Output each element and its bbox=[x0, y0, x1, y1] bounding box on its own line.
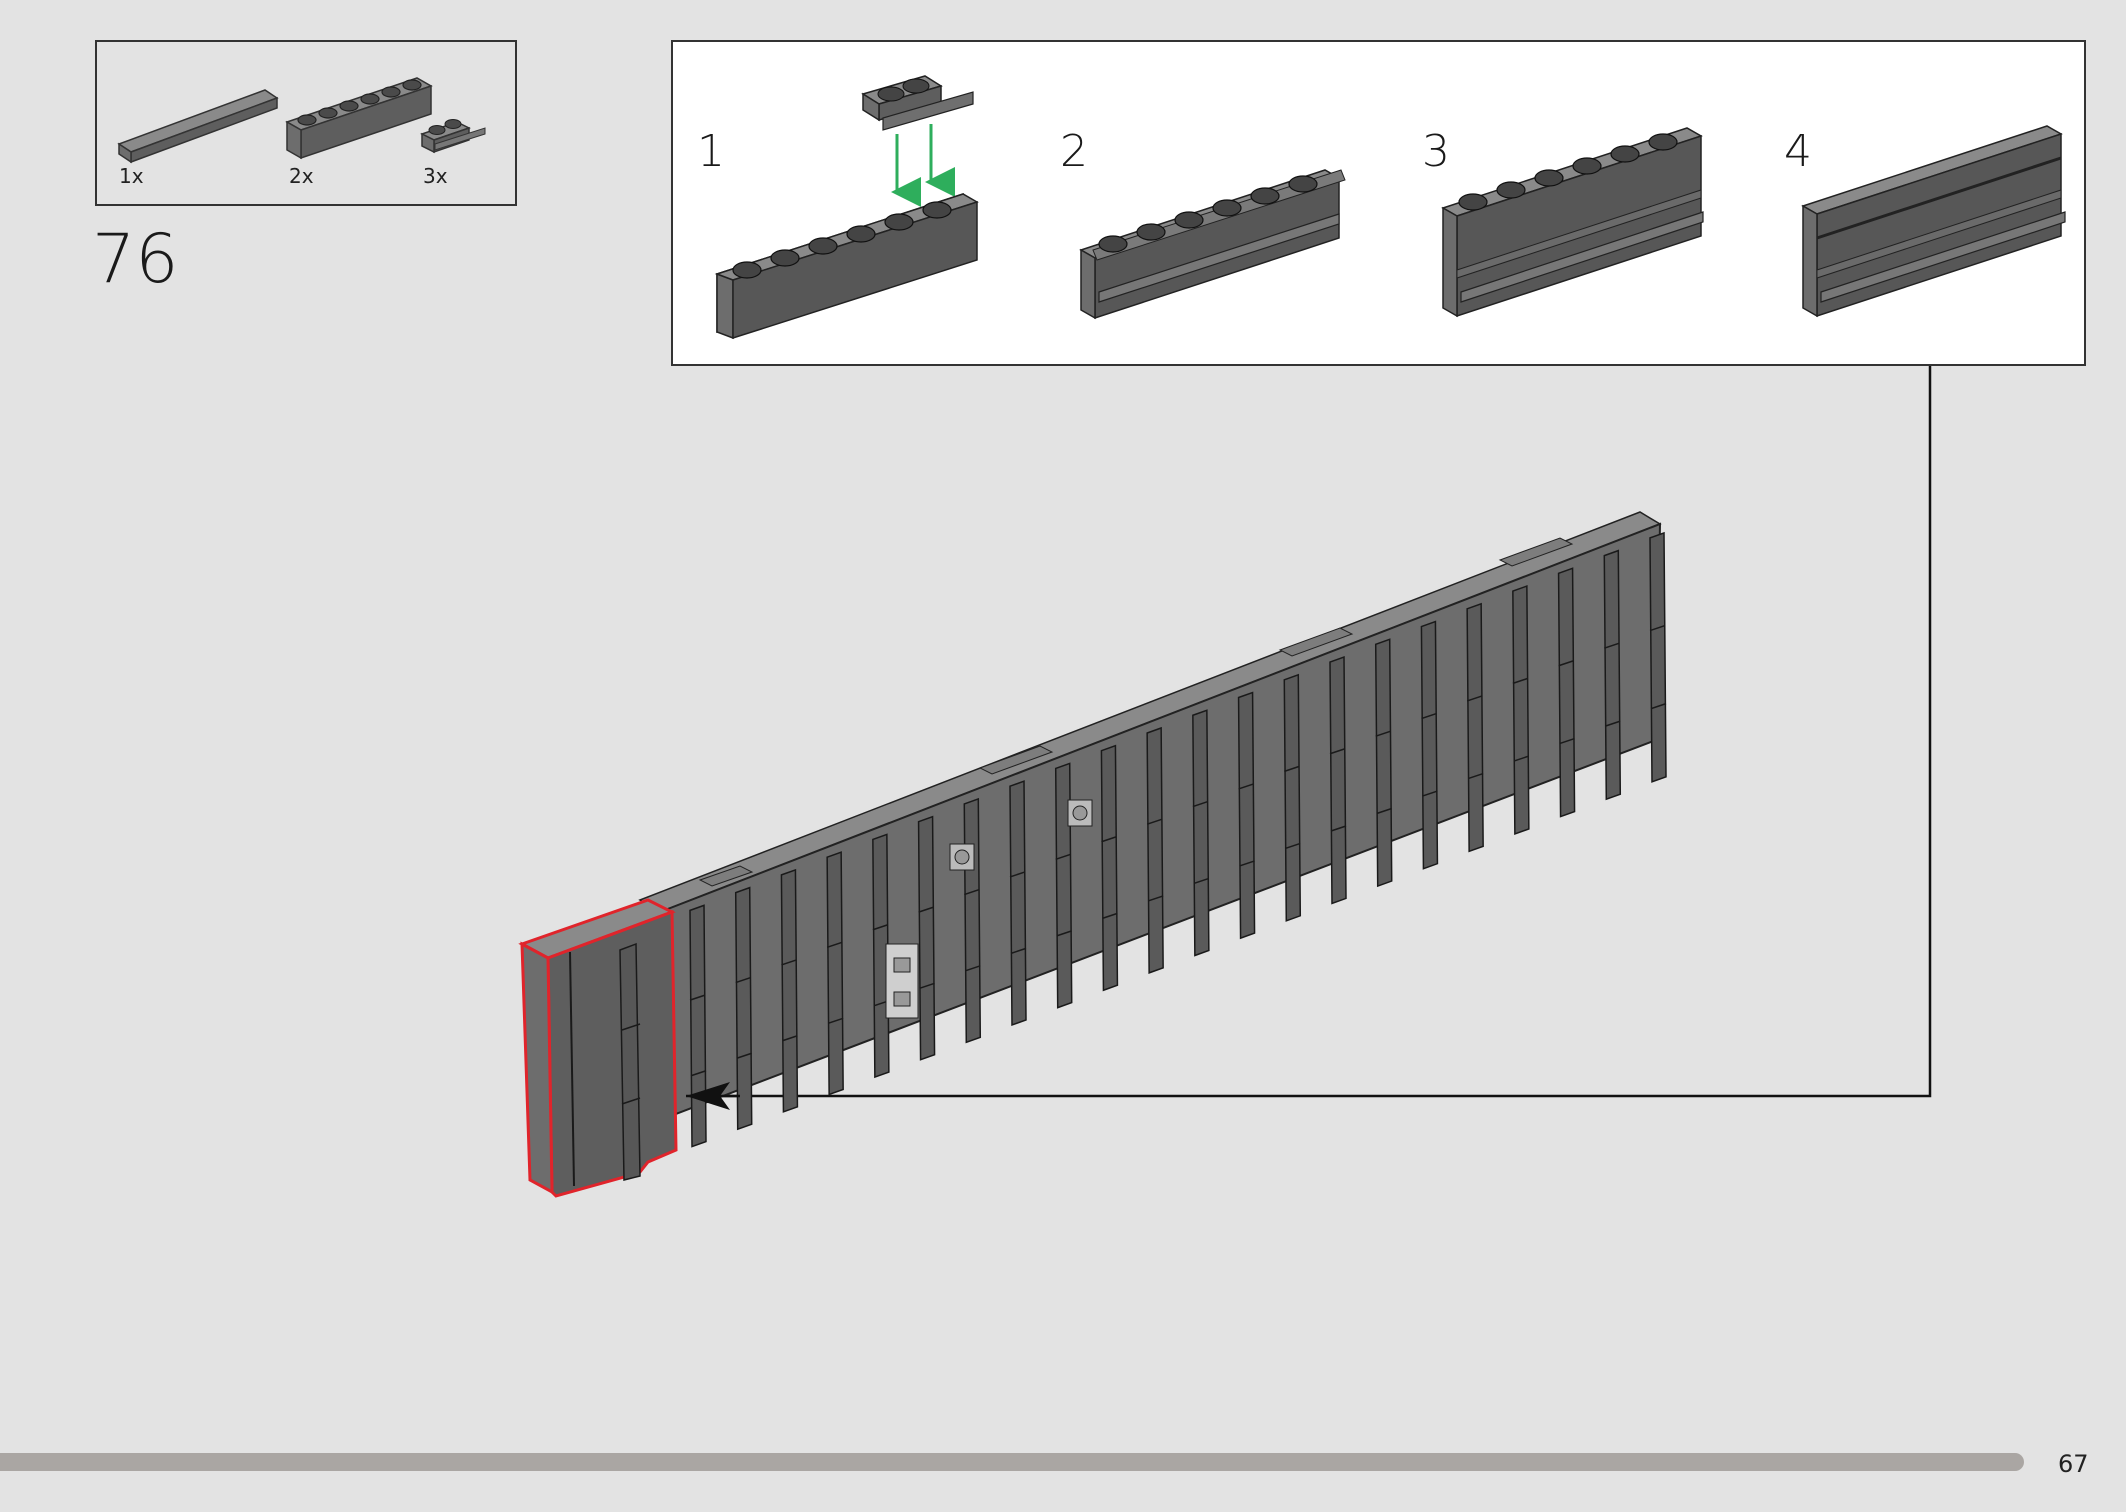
wall-rib bbox=[1603, 549, 1622, 801]
wall-rib-seam bbox=[1649, 624, 1666, 632]
wall-rib-seam bbox=[690, 1070, 707, 1077]
part-qty-3: 3x bbox=[423, 164, 448, 188]
callout-line bbox=[680, 366, 1932, 1098]
wall-rib-seam bbox=[1422, 790, 1438, 797]
wall-rib-seam bbox=[1558, 660, 1574, 667]
wall-rib bbox=[917, 815, 936, 1061]
parts-list-art bbox=[117, 77, 486, 164]
wall-rib-seam bbox=[1604, 642, 1620, 649]
wall-rib-seam bbox=[1147, 895, 1164, 902]
wall-rib-seam bbox=[1239, 860, 1255, 867]
step-number: 76 bbox=[92, 220, 179, 299]
wall-ribs bbox=[689, 531, 1667, 1148]
part-qty-1: 1x bbox=[119, 164, 144, 188]
wall-rib bbox=[1009, 780, 1027, 1027]
wall-rib-seam bbox=[1421, 712, 1437, 720]
wall-rib bbox=[734, 886, 753, 1131]
wall-rib bbox=[826, 851, 844, 1096]
new-part-highlight bbox=[518, 898, 678, 1198]
wall-rib-seam bbox=[1146, 818, 1163, 825]
progress-bar bbox=[0, 1453, 2024, 1471]
wall-rib bbox=[780, 868, 799, 1113]
wall-rib-seam bbox=[1330, 825, 1347, 832]
wall-rib-seam bbox=[1513, 755, 1530, 762]
wall-rib-seam bbox=[1102, 912, 1118, 920]
wall-rib bbox=[1283, 673, 1302, 922]
wall-rib-seam bbox=[1010, 947, 1027, 955]
wall-rib-seam bbox=[1193, 877, 1210, 885]
wall-rib-seam bbox=[689, 994, 706, 1001]
wall-rib-seam bbox=[1467, 772, 1484, 780]
wall-rib bbox=[1192, 709, 1210, 957]
part-qty-2: 2x bbox=[289, 164, 314, 188]
substeps-art bbox=[714, 75, 2066, 340]
wall-rib bbox=[1512, 585, 1530, 835]
wall-rib-seam bbox=[1650, 702, 1667, 710]
wall-rib-seam bbox=[965, 965, 981, 972]
wall-rib bbox=[1557, 567, 1576, 818]
plate-rail-part bbox=[861, 75, 974, 131]
parts-list-box: 1x 2x 3x bbox=[95, 40, 517, 206]
wall-rib-seam bbox=[1559, 737, 1575, 745]
wall-rib bbox=[1466, 602, 1484, 853]
wall-rib-seam bbox=[918, 906, 934, 913]
wall-rib-seam bbox=[1285, 842, 1301, 850]
wall-rib bbox=[1374, 638, 1393, 888]
wall-rib-seam bbox=[1466, 695, 1483, 702]
wall-rib-seam bbox=[1329, 748, 1346, 755]
substep-1-illustration bbox=[714, 75, 979, 340]
page-number: 67 bbox=[2058, 1450, 2089, 1478]
wall-rib bbox=[689, 904, 707, 1148]
wall-rib-seam bbox=[735, 976, 751, 984]
substep-number-1: 1 bbox=[697, 126, 725, 177]
brick-1x6-icon bbox=[285, 77, 433, 160]
wall-rib-seam bbox=[1375, 730, 1391, 737]
wall-rib-seam bbox=[1512, 677, 1529, 685]
substep-4-illustration bbox=[1801, 125, 2066, 318]
wall-rib bbox=[1649, 531, 1667, 783]
wall-stud-details bbox=[885, 799, 1093, 1019]
wall-rib-seam bbox=[1284, 765, 1300, 773]
wall-rib-seam bbox=[1055, 853, 1071, 861]
wall-rib-seam bbox=[827, 1017, 844, 1024]
wall-rib bbox=[1329, 655, 1347, 905]
wall-rib-seam bbox=[919, 982, 935, 990]
wall-rib bbox=[1420, 620, 1439, 870]
wall-rib-seam bbox=[782, 1035, 798, 1042]
wall-rib-seam bbox=[1056, 930, 1072, 937]
wall-rib bbox=[872, 833, 890, 1079]
wall-rib-seam bbox=[736, 1052, 752, 1059]
wall-rib-seam bbox=[1009, 871, 1026, 878]
substep-number-4: 4 bbox=[1784, 126, 1812, 177]
wall-rib-seam bbox=[1192, 800, 1209, 808]
plate-rail-1x2-icon bbox=[420, 119, 486, 154]
wall-rib bbox=[1237, 691, 1256, 940]
wall-rib-seam bbox=[826, 941, 843, 949]
wall-rib-seam bbox=[1376, 807, 1392, 815]
substep-2-illustration bbox=[1079, 169, 1346, 320]
wall-rib-seam bbox=[872, 924, 889, 931]
wall-rib-seam bbox=[1101, 836, 1117, 843]
substep-number-3: 3 bbox=[1422, 126, 1450, 177]
wall-rib-seam bbox=[781, 959, 797, 966]
wall-rib-seam bbox=[1238, 783, 1254, 790]
placement-arrow-head bbox=[686, 1082, 730, 1110]
wall-rib-seam bbox=[1605, 720, 1621, 727]
wall-rib bbox=[1146, 726, 1164, 974]
brick-1x6-part bbox=[714, 192, 979, 340]
substeps-box: 1 2 3 4 bbox=[671, 40, 2086, 366]
tile-1x6-icon bbox=[117, 89, 279, 164]
substep-3-illustration bbox=[1441, 127, 1704, 318]
wall-rib bbox=[963, 797, 982, 1044]
wall-rib-seam bbox=[964, 888, 980, 896]
wall-rib bbox=[1100, 744, 1119, 992]
substep-number-2: 2 bbox=[1060, 126, 1088, 177]
